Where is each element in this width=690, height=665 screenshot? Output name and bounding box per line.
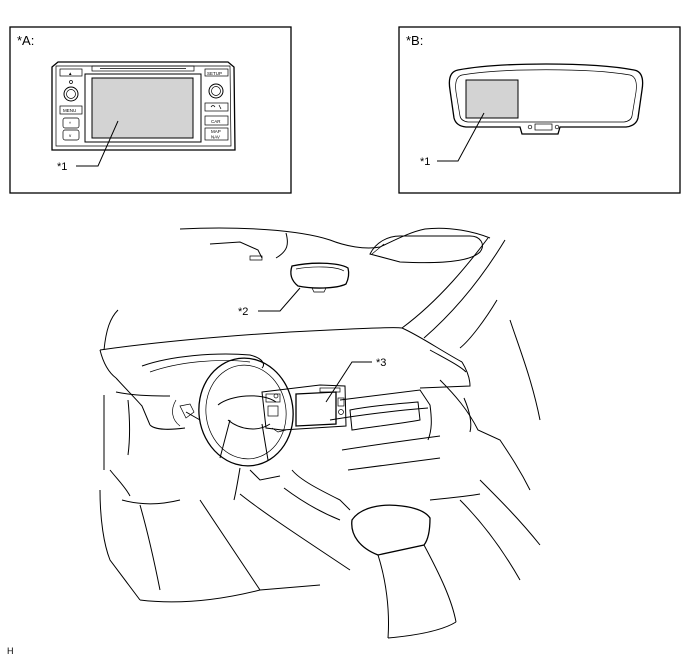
floor-left: [99, 489, 141, 601]
overview-mirror: [290, 262, 350, 293]
button-map-label: MAP: [211, 129, 221, 134]
inner-rear-view-mirror: [448, 63, 644, 135]
center-console: [291, 469, 351, 511]
vehicle-interior-overview: *2: [99, 227, 541, 639]
button-menu-label: MENU: [63, 108, 76, 113]
panel-a-leader: [76, 120, 119, 167]
head-unit-display: [91, 77, 194, 139]
overview-center-display: [261, 384, 347, 433]
button-down-label: v: [69, 133, 72, 138]
panel-b-leader: [437, 112, 485, 162]
panel-a-tag: *A:: [17, 33, 34, 48]
button-up-label: ^: [69, 121, 72, 126]
callout-2: *2: [238, 306, 248, 318]
sun-visor: [369, 235, 483, 264]
dashboard-top: [99, 327, 463, 363]
panel-a: *A: ▲ MENU ^ v SETUP: [9, 26, 292, 194]
panel-b-callout: *1: [420, 156, 430, 168]
glove-box: [349, 401, 421, 431]
panel-a-callout: *1: [57, 161, 67, 173]
callout-2-leader: [258, 287, 301, 312]
audio-head-unit: ▲ MENU ^ v SETUP CAR MAP NAV: [51, 61, 236, 151]
panel-b-tag: *B:: [406, 33, 423, 48]
button-car-label: CAR: [211, 119, 221, 124]
armrest: [351, 504, 431, 556]
callout-3: *3: [376, 357, 386, 369]
callout-3-leader: [325, 361, 372, 403]
button-setup-label: SETUP: [207, 71, 222, 76]
button-nav-label: NAV: [211, 135, 220, 140]
right-knob: [208, 83, 224, 99]
a-pillar: [401, 237, 489, 329]
left-knob: [63, 86, 79, 102]
steering-wheel: [172, 357, 294, 467]
panel-b-frame: [398, 26, 681, 194]
headliner: [179, 227, 491, 249]
mirror-display: [465, 79, 519, 119]
panel-b: *B: *1: [398, 26, 681, 194]
button-eject-label: ▲: [68, 71, 72, 76]
corner-mark: H: [7, 646, 14, 656]
